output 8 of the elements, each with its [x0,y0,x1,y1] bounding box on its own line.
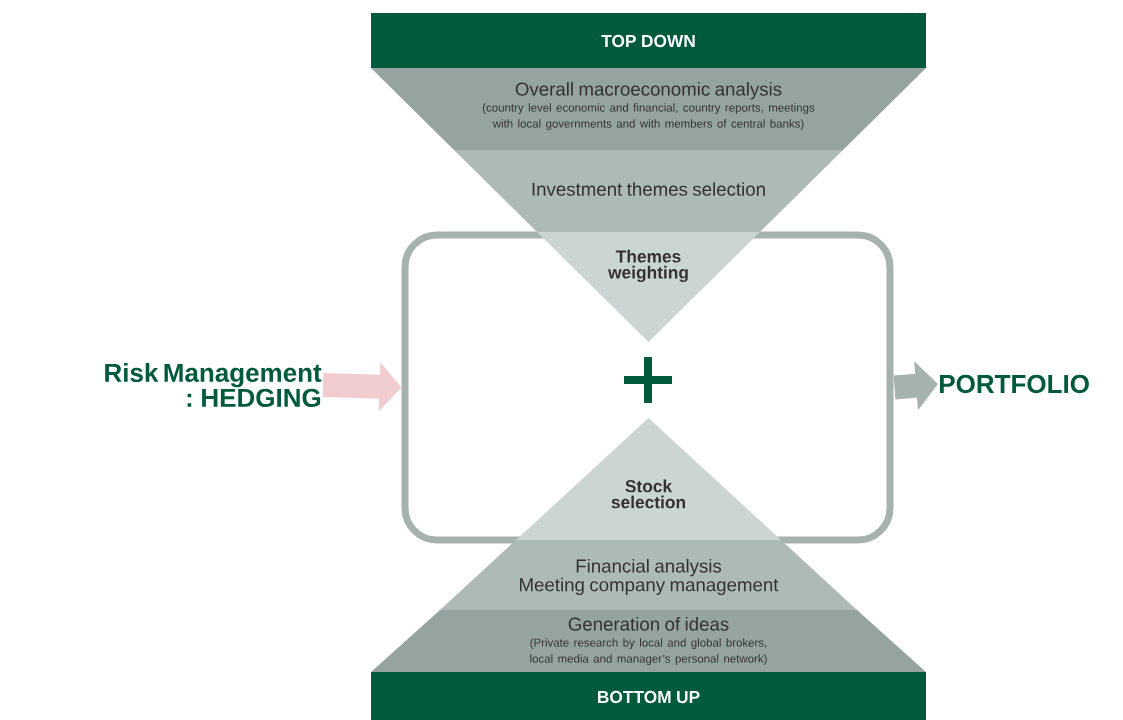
funnel-band: Financial analysis Meeting company management [440,540,857,610]
side-label: PORTFOLIO [940,374,1089,394]
funnel-band: Investment themes selection [454,150,843,232]
funnel-band: Overall macroeconomic analysis (country level economic and financial, country reports, meetings with local governments and with members of central banks) [371,68,926,150]
funnel-band: Generation of ideas (Private research by local and global brokers, local media and manager’s personal network) [371,610,926,672]
side-label: Risk Management : HEDGING [105,362,322,408]
header-bar: TOP DOWN [371,13,926,68]
header-bar: BOTTOM UP [371,672,926,720]
